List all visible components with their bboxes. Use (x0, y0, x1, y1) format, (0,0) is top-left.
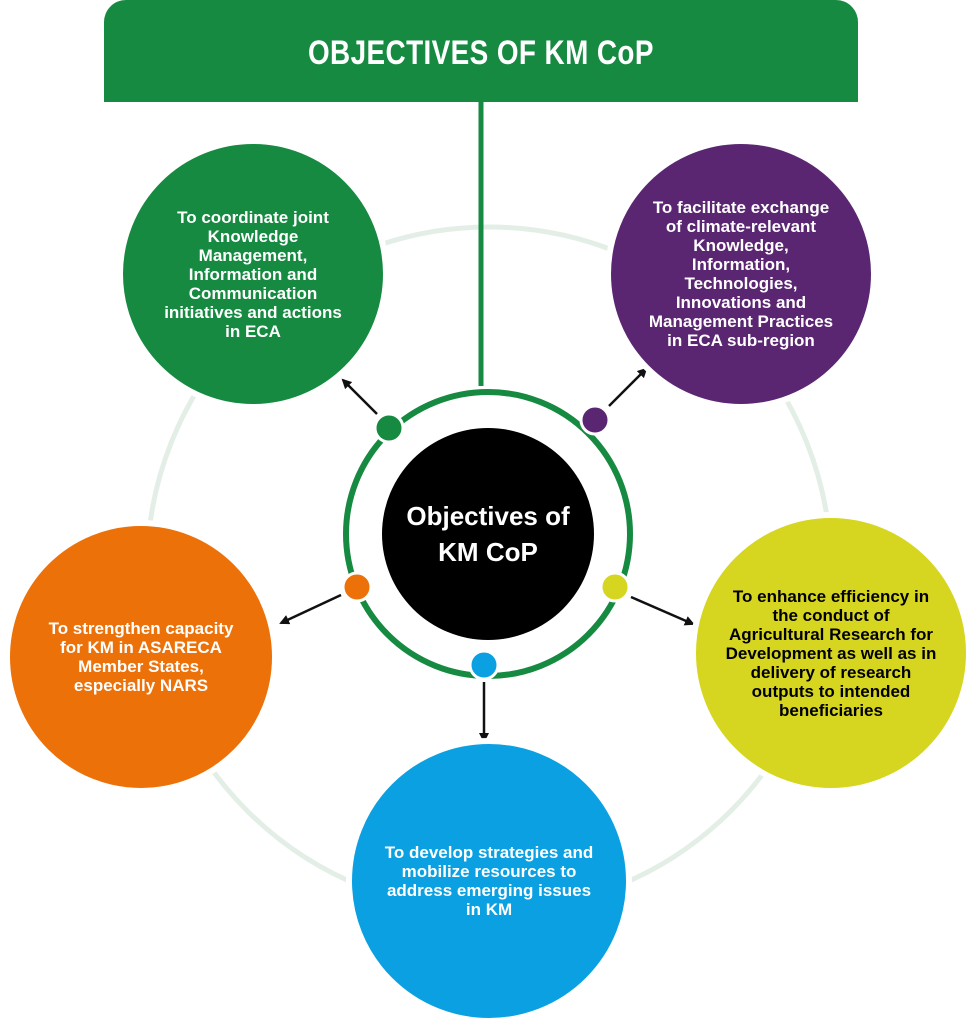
yellow-node-dot (599, 571, 631, 603)
objective-develop-text: To develop strategies and mobilize resou… (384, 843, 594, 919)
arrow-to-enhance (630, 595, 695, 626)
arrow-to-strengthen (279, 593, 342, 625)
title-banner: OBJECTIVES OF KM CoP (104, 0, 858, 102)
objective-strengthen-text: To strengthen capacity for KM in ASARECA… (48, 619, 234, 695)
objective-enhance-node: To enhance efficiency in the conduct of … (690, 512, 972, 794)
orange-node-dot (341, 571, 373, 603)
purple-node-dot (579, 404, 611, 436)
green-node-dot (373, 412, 405, 444)
page-title: OBJECTIVES OF KM CoP (308, 33, 654, 72)
blue-node-dot (468, 649, 500, 681)
objective-facilitate-node: To facilitate exchange of climate-releva… (605, 138, 877, 410)
objective-coordinate-text: To coordinate joint Knowledge Management… (164, 207, 342, 341)
center-label: Objectives of KM CoP (406, 501, 570, 567)
objective-coordinate-node: To coordinate joint Knowledge Management… (117, 138, 389, 410)
objective-enhance-text: To enhance efficiency in the conduct of … (725, 586, 937, 720)
arrow-to-coordinate (341, 378, 378, 415)
objective-strengthen-node: To strengthen capacity for KM in ASARECA… (4, 520, 278, 794)
objective-facilitate-text: To facilitate exchange of climate-releva… (648, 198, 834, 350)
center-objectives-node: Objectives of KM CoP (382, 428, 594, 640)
arrow-to-facilitate (608, 367, 648, 407)
objective-develop-node: To develop strategies and mobilize resou… (346, 738, 632, 1024)
